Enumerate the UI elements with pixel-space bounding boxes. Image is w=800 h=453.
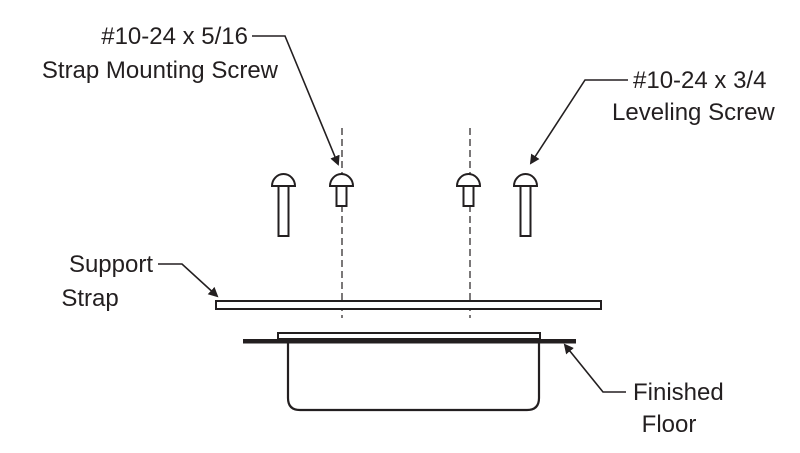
support-strap [215,300,602,310]
support-strap-label-line2: Strap [61,285,118,312]
floor-surface [243,339,576,344]
finished-floor-label-line1: Finished [633,379,724,406]
leader-finished-floor [563,343,626,393]
finished-floor [243,332,576,412]
strap-mounting-screw-left [328,173,355,207]
leader-leveling-screw [529,79,628,165]
center-lines [341,128,471,318]
finished-floor-label-line2: Floor [642,411,697,438]
leveling-screw-label-line2: Leveling Screw [612,99,775,126]
leveling-screw-label-line1: #10-24 x 3/4 [633,67,766,94]
strap-screw-label-line1: #10-24 x 5/16 [101,23,248,50]
strap-screw-label-line2: Strap Mounting Screw [42,57,279,84]
floor-flange [277,332,541,340]
strap-mounting-screw-right [455,173,482,207]
leveling-screw-left [270,173,297,237]
leveling-screw-right [512,173,539,237]
floor-recess [286,340,541,412]
support-strap-label-line1: Support [69,251,153,278]
leader-strap-screw [252,35,340,166]
leader-lines [158,35,628,393]
leader-support-strap [158,263,219,298]
